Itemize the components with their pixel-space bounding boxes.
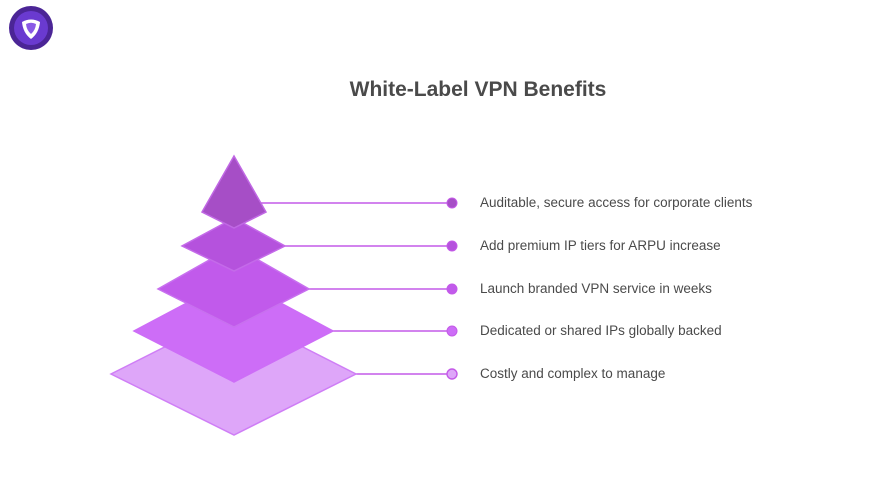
level-label-4: Dedicated or shared IPs globally backed xyxy=(480,323,722,338)
page-title: White-Label VPN Benefits xyxy=(349,78,607,101)
connector-dot-4 xyxy=(446,325,458,337)
level-label-1: Auditable, secure access for corporate c… xyxy=(480,195,753,210)
pyramid-tier-2 xyxy=(180,217,287,272)
pyramid-top xyxy=(200,154,268,229)
connector-dot-2 xyxy=(446,240,458,252)
pyramid-tier-4 xyxy=(132,277,335,383)
connector-dot-1 xyxy=(446,197,458,209)
connector-dot-3 xyxy=(446,283,458,295)
connector-dot-5 xyxy=(446,368,458,380)
pyramid-tier-3 xyxy=(156,245,311,328)
level-label-2: Add premium IP tiers for ARPU increase xyxy=(480,238,721,253)
logo-icon xyxy=(9,6,53,50)
level-label-5: Costly and complex to manage xyxy=(480,366,666,381)
level-label-3: Launch branded VPN service in weeks xyxy=(480,281,712,296)
